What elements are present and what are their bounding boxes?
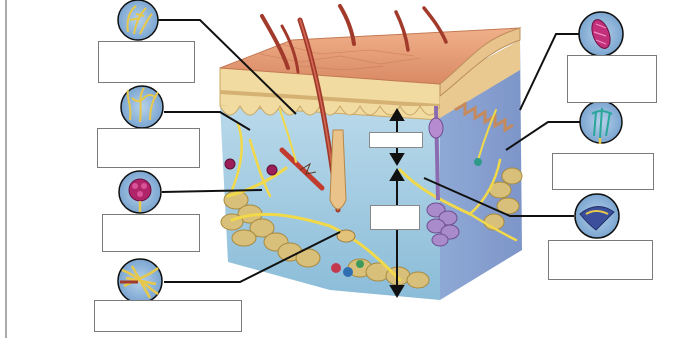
label-box-receptor-top-left[interactable] bbox=[98, 41, 195, 83]
receptor-dot-3 bbox=[474, 158, 482, 166]
receptor-circle-top-left bbox=[118, 0, 158, 40]
label-box-receptor-top-right[interactable] bbox=[567, 55, 657, 103]
label-box-receptor-bottom-right[interactable] bbox=[548, 240, 653, 280]
receptor-circle-bottom-left bbox=[118, 259, 162, 303]
receptor-circle-top-right bbox=[579, 12, 623, 56]
receptor-circle-upper-left bbox=[121, 86, 163, 128]
label-box-receptor-bottom-left[interactable] bbox=[94, 300, 242, 332]
receptor-dot-2 bbox=[267, 165, 277, 175]
receptor-circle-mid-left bbox=[119, 171, 161, 213]
skin-block-front bbox=[220, 68, 440, 300]
label-box-layer-epidermis[interactable] bbox=[369, 132, 423, 148]
label-box-receptor-upper-left[interactable] bbox=[97, 128, 200, 168]
receptor-circle-bottom-right bbox=[575, 194, 619, 238]
label-box-receptor-mid-left[interactable] bbox=[102, 214, 200, 252]
receptor-circle-mid-right bbox=[580, 101, 622, 144]
label-box-layer-dermis[interactable] bbox=[370, 205, 420, 230]
receptor-dot-1 bbox=[225, 159, 235, 169]
hair-follicle bbox=[330, 130, 346, 209]
label-box-receptor-mid-right[interactable] bbox=[552, 153, 654, 190]
